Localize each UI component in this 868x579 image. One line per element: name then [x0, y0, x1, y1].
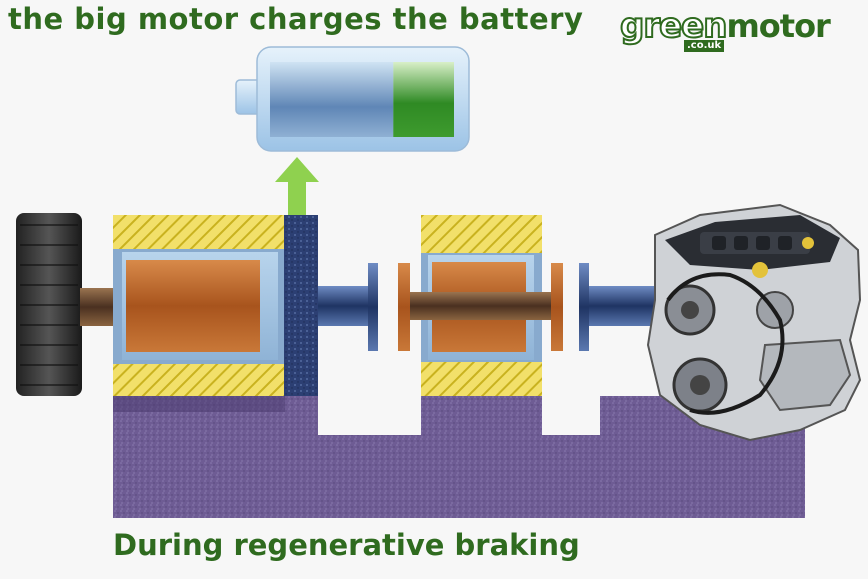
- logo-domain-text: .co.uk: [684, 40, 725, 52]
- up-arrow-icon: [275, 157, 319, 215]
- brand-logo: greenmotor .co.uk: [619, 5, 831, 52]
- battery-icon: [235, 46, 470, 152]
- logo-motor-text: motor: [726, 7, 830, 45]
- wheel-icon: [16, 213, 82, 396]
- battery-charge-level: [393, 62, 454, 137]
- diagram-caption: During regenerative braking: [113, 528, 580, 562]
- clutch-plate-right: [579, 263, 589, 351]
- clutch-plate-copper-right: [551, 263, 563, 351]
- engine-shaft: [589, 286, 659, 326]
- middle-shaft: [318, 286, 368, 326]
- clutch-plate-copper: [398, 263, 410, 351]
- big-motor-endplate: [284, 215, 318, 396]
- battery-empty-portion: [270, 62, 394, 137]
- small-motor: [410, 215, 560, 396]
- diagram-title: the big motor charges the battery: [8, 2, 584, 36]
- engine-icon: [646, 203, 862, 442]
- clutch-plate-left: [368, 263, 378, 351]
- big-motor: [113, 215, 285, 412]
